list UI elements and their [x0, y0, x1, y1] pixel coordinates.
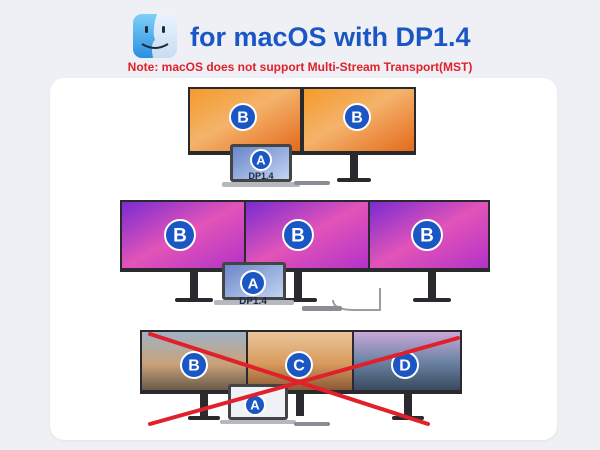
badge-label: A [250, 398, 260, 413]
usb-hub [294, 181, 330, 185]
badge-label: B [351, 110, 363, 127]
page-title: for macOS with DP1.4 [190, 22, 471, 52]
badge: B [180, 351, 208, 379]
setup-2: B B B A DP1.4 [120, 200, 490, 311]
badge: A [240, 270, 266, 296]
cross-out-icon [148, 332, 460, 426]
header: for macOS with DP1.4 Note: macOS does no… [0, 0, 600, 78]
setups-illustration: B B A DP1.4 [120, 87, 490, 426]
badge-label: C [293, 358, 305, 375]
badge: B [229, 103, 257, 131]
port-label: DP1.4 [248, 171, 273, 181]
monitor [368, 200, 490, 302]
setup-1: B B A DP1.4 [188, 87, 416, 187]
badge-label: B [237, 110, 249, 127]
port-label: DP1.4 [239, 296, 267, 307]
mst-note: Note: macOS does not support Multi-Strea… [127, 60, 473, 74]
badge: B [343, 103, 371, 131]
badge: B [164, 219, 196, 251]
badge-label: B [420, 226, 434, 247]
badge-label: B [188, 358, 200, 375]
usb-hub [302, 306, 342, 311]
badge: C [285, 351, 313, 379]
badge: B [411, 219, 443, 251]
usb-hub [294, 422, 330, 426]
badge: A [250, 149, 272, 171]
badge-label: D [399, 358, 411, 375]
badge: B [282, 219, 314, 251]
finder-icon [133, 14, 177, 58]
monitor [302, 87, 416, 182]
badge-label: B [173, 226, 187, 247]
badge-label: A [248, 276, 259, 293]
setup-3: B C D A [140, 330, 462, 426]
badge-label: A [256, 153, 266, 168]
illustration-panel: B B A DP1.4 [50, 78, 557, 440]
badge-label: B [291, 226, 305, 247]
